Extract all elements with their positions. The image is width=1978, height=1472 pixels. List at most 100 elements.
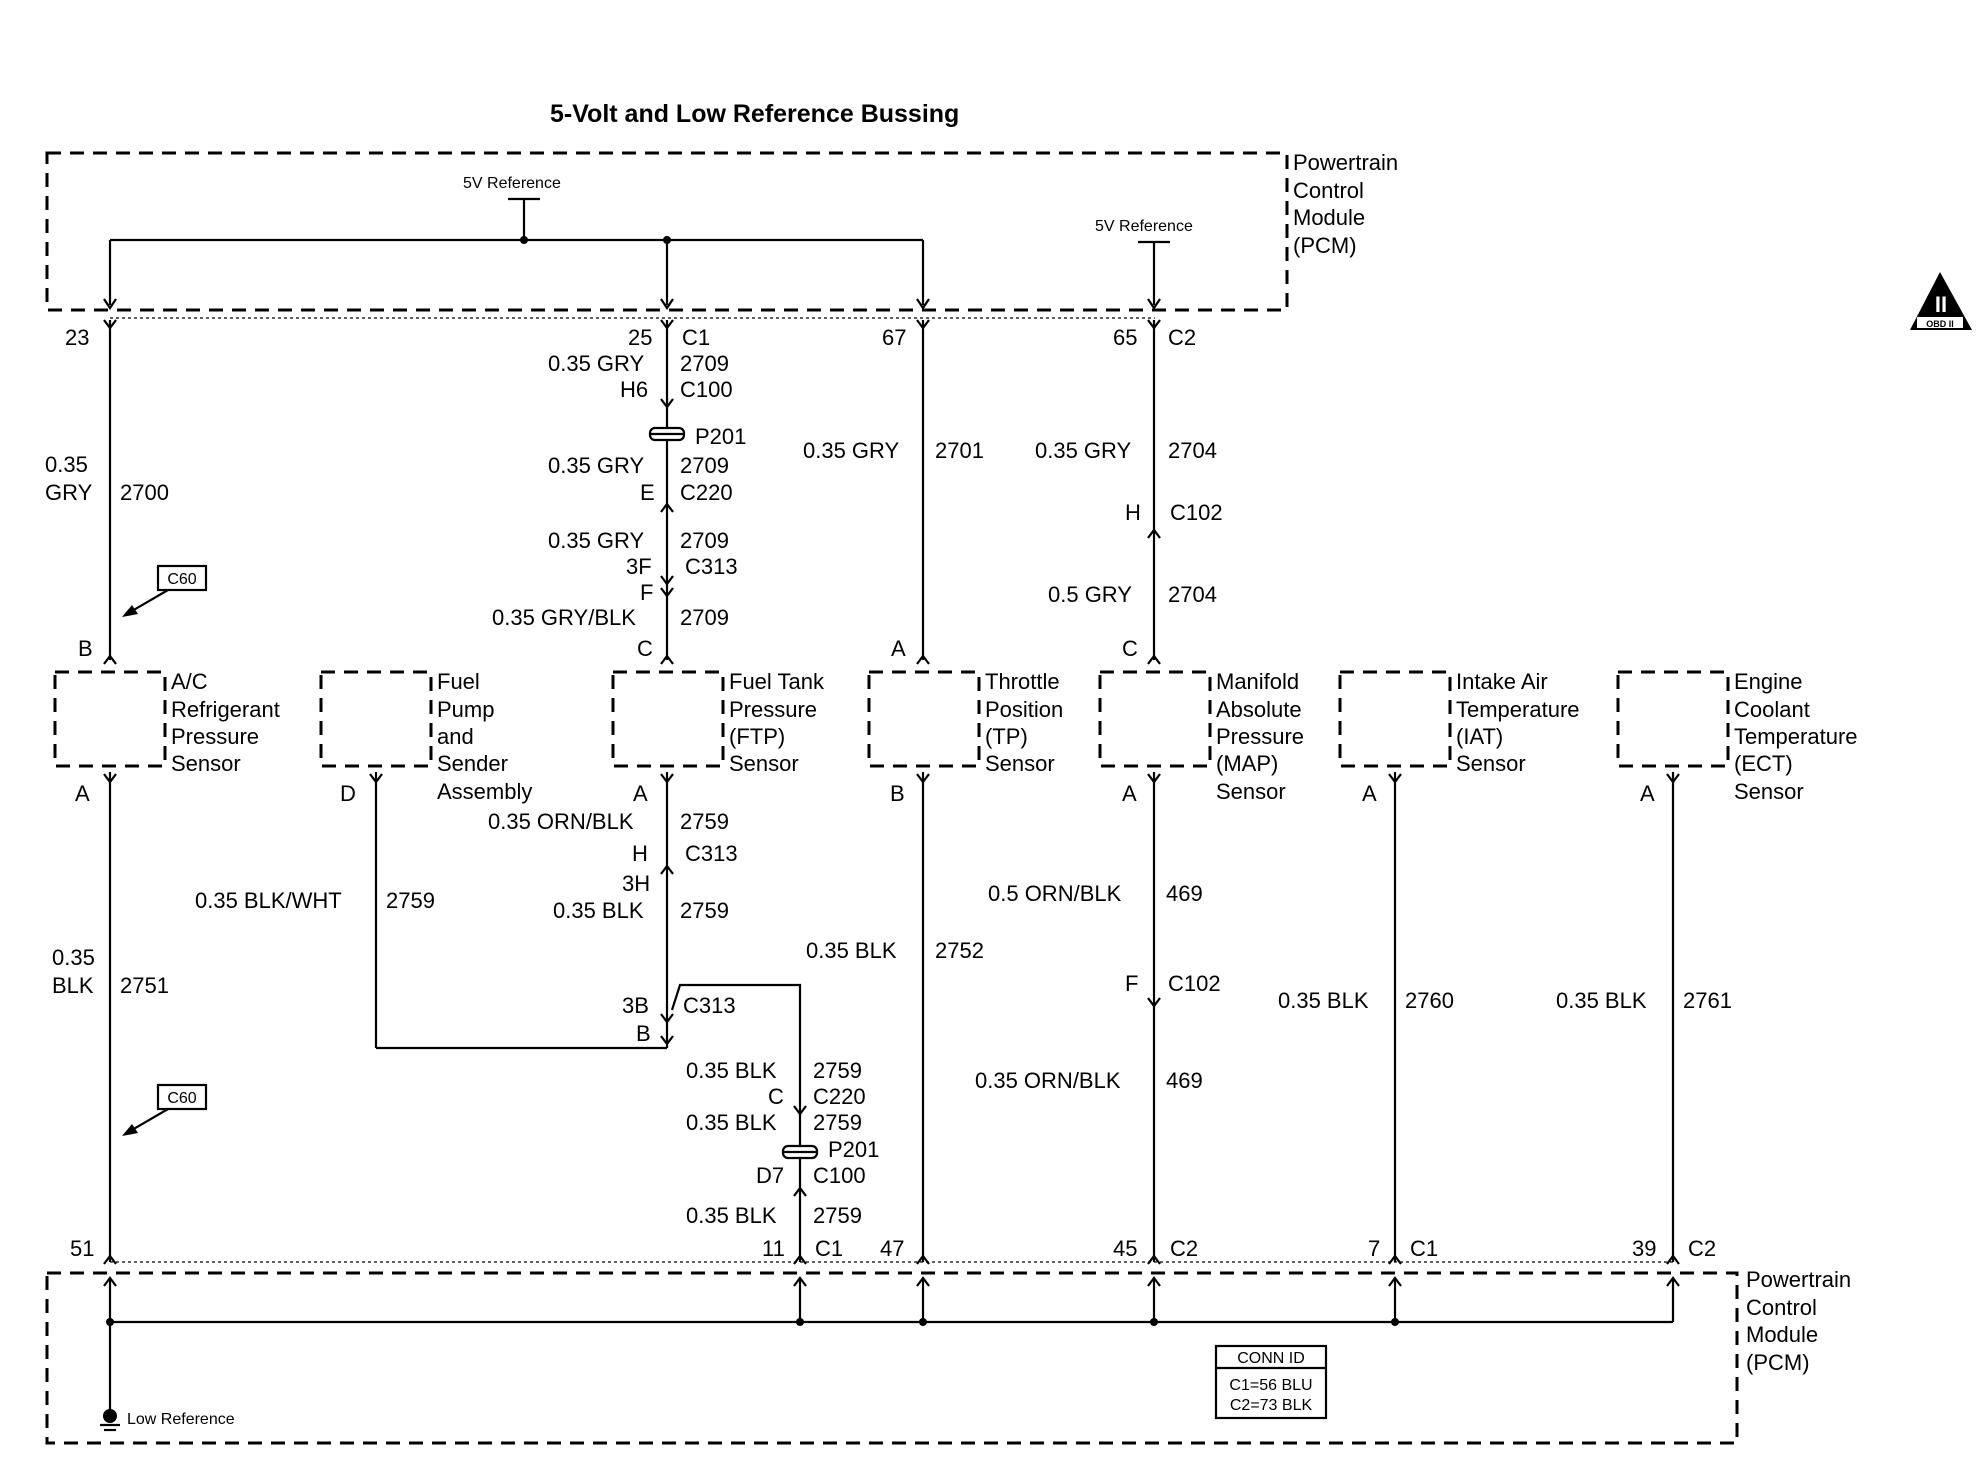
svg-text:(IAT): (IAT) <box>1456 724 1503 749</box>
svg-text:P201: P201 <box>695 424 746 449</box>
svg-text:0.35: 0.35 <box>52 945 95 970</box>
diagram-title: 5-Volt and Low Reference Bussing <box>550 100 959 128</box>
svg-text:23: 23 <box>65 325 89 350</box>
svg-text:C313: C313 <box>685 841 738 866</box>
svg-text:Fuel: Fuel <box>437 669 480 694</box>
svg-text:CONN ID: CONN ID <box>1237 1350 1305 1367</box>
svg-text:2759: 2759 <box>813 1058 862 1083</box>
svg-text:Temperature: Temperature <box>1734 724 1858 749</box>
svg-text:0.35 BLK: 0.35 BLK <box>686 1203 777 1228</box>
svg-text:Pressure: Pressure <box>729 697 817 722</box>
svg-text:C60: C60 <box>167 571 196 588</box>
map-sensor: Manifold Absolute Pressure (MAP) Sensor <box>1098 669 1304 804</box>
svg-text:II: II <box>1935 292 1947 317</box>
iat-sensor: Intake Air Temperature (IAT) Sensor <box>1338 669 1580 776</box>
svg-text:0.5 GRY: 0.5 GRY <box>1048 582 1132 607</box>
svg-text:Throttle: Throttle <box>985 669 1060 694</box>
pcm-top-label: Powertrain Control Module (PCM) <box>1293 150 1398 258</box>
svg-text:Module: Module <box>1293 205 1365 230</box>
svg-text:2759: 2759 <box>813 1203 862 1228</box>
svg-text:Pressure: Pressure <box>171 724 259 749</box>
svg-text:Sensor: Sensor <box>1734 779 1804 804</box>
svg-text:2704: 2704 <box>1168 438 1217 463</box>
svg-text:3F: 3F <box>626 554 652 579</box>
svg-text:Control: Control <box>1293 178 1364 203</box>
svg-text:2709: 2709 <box>680 528 729 553</box>
svg-text:7: 7 <box>1368 1236 1380 1261</box>
svg-text:0.35 GRY: 0.35 GRY <box>548 528 645 553</box>
svg-text:C2=73 BLK: C2=73 BLK <box>1230 1397 1313 1414</box>
svg-text:C2: C2 <box>1168 325 1196 350</box>
low-reference-label: Low Reference <box>127 1411 235 1428</box>
svg-text:Sensor: Sensor <box>1216 779 1286 804</box>
svg-text:Intake Air: Intake Air <box>1456 669 1548 694</box>
svg-text:(ECT): (ECT) <box>1734 751 1793 776</box>
svg-text:C1: C1 <box>1410 1236 1438 1261</box>
svg-text:2760: 2760 <box>1405 988 1454 1013</box>
svg-text:A/C: A/C <box>171 669 208 694</box>
c60-tag-bottom: C60 <box>122 1083 208 1136</box>
svg-text:0.5 ORN/BLK: 0.5 ORN/BLK <box>988 881 1122 906</box>
svg-text:Sensor: Sensor <box>985 751 1055 776</box>
svg-text:(TP): (TP) <box>985 724 1028 749</box>
svg-text:469: 469 <box>1166 1068 1203 1093</box>
svg-text:D7: D7 <box>756 1163 784 1188</box>
svg-text:2709: 2709 <box>680 605 729 630</box>
svg-text:Sensor: Sensor <box>729 751 799 776</box>
svg-text:Module: Module <box>1746 1322 1818 1347</box>
ftp-sensor: Fuel Tank Pressure (FTP) Sensor <box>611 669 825 776</box>
svg-text:0.35 BLK: 0.35 BLK <box>1556 988 1647 1013</box>
svg-text:2709: 2709 <box>680 453 729 478</box>
svg-text:2759: 2759 <box>813 1110 862 1135</box>
svg-text:Pump: Pump <box>437 697 494 722</box>
svg-text:39: 39 <box>1632 1236 1656 1261</box>
svg-text:(PCM): (PCM) <box>1293 233 1357 258</box>
svg-text:0.35 BLK: 0.35 BLK <box>686 1110 777 1135</box>
svg-text:Position: Position <box>985 697 1063 722</box>
tp-sensor: Throttle Position (TP) Sensor <box>867 669 1063 776</box>
svg-text:0.35 ORN/BLK: 0.35 ORN/BLK <box>975 1068 1121 1093</box>
svg-text:0.35 BLK: 0.35 BLK <box>686 1058 777 1083</box>
c60-tag-top: C60 <box>122 564 208 617</box>
svg-text:3B: 3B <box>622 993 649 1018</box>
svg-text:C1: C1 <box>815 1236 843 1261</box>
p201-connector-bottom <box>781 1144 819 1160</box>
svg-text:(FTP): (FTP) <box>729 724 785 749</box>
svg-text:D: D <box>340 781 356 806</box>
svg-text:C220: C220 <box>813 1084 866 1109</box>
svg-text:C220: C220 <box>680 480 733 505</box>
svg-text:469: 469 <box>1166 881 1203 906</box>
svg-text:A: A <box>633 781 648 806</box>
svg-text:11: 11 <box>762 1236 785 1261</box>
svg-text:Powertrain: Powertrain <box>1746 1267 1851 1292</box>
svg-text:47: 47 <box>880 1236 904 1261</box>
fuel-pump-sensor: Fuel Pump and Sender Assembly <box>319 669 532 804</box>
svg-text:2704: 2704 <box>1168 582 1217 607</box>
svg-text:51: 51 <box>70 1236 94 1261</box>
svg-text:H6: H6 <box>620 377 648 402</box>
svg-text:C313: C313 <box>685 554 738 579</box>
svg-text:2752: 2752 <box>935 938 984 963</box>
svg-text:0.35 BLK/WHT: 0.35 BLK/WHT <box>195 888 342 913</box>
svg-text:(MAP): (MAP) <box>1216 751 1278 776</box>
svg-text:Sensor: Sensor <box>1456 751 1526 776</box>
pcm-bottom-box <box>45 1271 1739 1445</box>
pcm-bottom-label: Powertrain Control Module (PCM) <box>1746 1267 1851 1375</box>
svg-text:0.35 BLK: 0.35 BLK <box>1278 988 1369 1013</box>
svg-text:A: A <box>1362 781 1377 806</box>
svg-text:GRY: GRY <box>45 480 93 505</box>
svg-text:0.35 BLK: 0.35 BLK <box>806 938 897 963</box>
svg-text:C2: C2 <box>1170 1236 1198 1261</box>
p201-connector-top <box>648 426 686 442</box>
svg-text:0.35 ORN/BLK: 0.35 ORN/BLK <box>488 809 634 834</box>
svg-text:0.35 GRY: 0.35 GRY <box>548 453 645 478</box>
svg-text:0.35 GRY: 0.35 GRY <box>548 351 645 376</box>
svg-text:0.35 GRY: 0.35 GRY <box>1035 438 1132 463</box>
svg-text:2700: 2700 <box>120 480 169 505</box>
svg-text:B: B <box>78 636 93 661</box>
svg-text:0.35 GRY: 0.35 GRY <box>803 438 900 463</box>
svg-text:Sender: Sender <box>437 751 508 776</box>
ground-icon <box>100 1409 120 1432</box>
svg-text:P201: P201 <box>828 1137 879 1162</box>
svg-text:Pressure: Pressure <box>1216 724 1304 749</box>
